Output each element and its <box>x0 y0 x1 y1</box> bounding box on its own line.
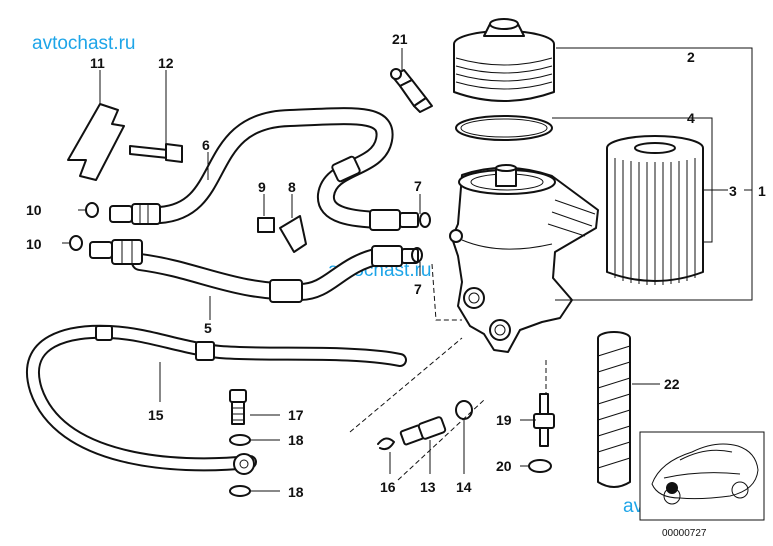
label-part-8: 8 <box>288 179 296 195</box>
upper-hose-part <box>109 107 419 231</box>
label-part-12: 12 <box>158 55 174 71</box>
washer-18-lower <box>229 485 251 497</box>
washer-18-upper <box>229 434 251 446</box>
label-part-5: 5 <box>204 320 212 336</box>
clip-part <box>279 215 307 253</box>
clamp-part <box>377 437 395 451</box>
location-marker <box>666 482 678 494</box>
filter-element-part <box>606 135 704 285</box>
label-part-11: 11 <box>90 55 105 71</box>
label-part-16: 16 <box>380 479 396 495</box>
bolt-part-12 <box>129 143 183 163</box>
label-part-21: 21 <box>392 31 408 47</box>
label-part-1: 1 <box>758 183 766 199</box>
washer-10-upper <box>85 202 99 218</box>
label-part-10-lower: 10 <box>26 236 42 252</box>
long-hose-part <box>26 324 407 475</box>
bracket-part <box>67 103 125 181</box>
label-part-4: 4 <box>687 110 695 126</box>
diagram-code: 00000727 <box>662 528 707 539</box>
watermark-top-left: avtochast.ru <box>32 33 136 54</box>
label-part-10-upper: 10 <box>26 202 42 218</box>
label-part-14: 14 <box>456 479 472 495</box>
o-ring-part <box>455 115 553 141</box>
fitting-part <box>399 416 447 446</box>
seal-14-part <box>455 400 473 420</box>
label-part-15: 15 <box>148 407 164 423</box>
label-part-17: 17 <box>288 407 304 423</box>
label-part-7-lower: 7 <box>414 281 422 297</box>
hollow-bolt-part <box>229 389 247 425</box>
label-part-18-upper: 18 <box>288 432 304 448</box>
label-part-20: 20 <box>496 458 512 474</box>
label-part-22: 22 <box>664 376 680 392</box>
filter-cap-part <box>453 18 555 102</box>
seal-7-lower <box>411 247 423 263</box>
label-part-9: 9 <box>258 179 266 195</box>
filter-housing-part <box>449 164 599 353</box>
label-part-18-lower: 18 <box>288 484 304 500</box>
sensor-part <box>390 68 433 113</box>
label-part-3: 3 <box>729 183 737 199</box>
label-part-6: 6 <box>202 137 210 153</box>
nut-part <box>528 459 552 473</box>
washer-10-lower <box>69 235 83 251</box>
label-part-7-upper: 7 <box>414 178 422 194</box>
stud-part <box>533 393 555 447</box>
insert-part <box>597 331 631 488</box>
label-part-19: 19 <box>496 412 512 428</box>
seal-7-upper <box>419 212 431 228</box>
label-part-13: 13 <box>420 479 436 495</box>
label-part-2: 2 <box>687 49 695 65</box>
lower-hose-part <box>89 239 419 303</box>
car-location-inset <box>639 431 765 521</box>
grommet-part <box>257 217 275 233</box>
